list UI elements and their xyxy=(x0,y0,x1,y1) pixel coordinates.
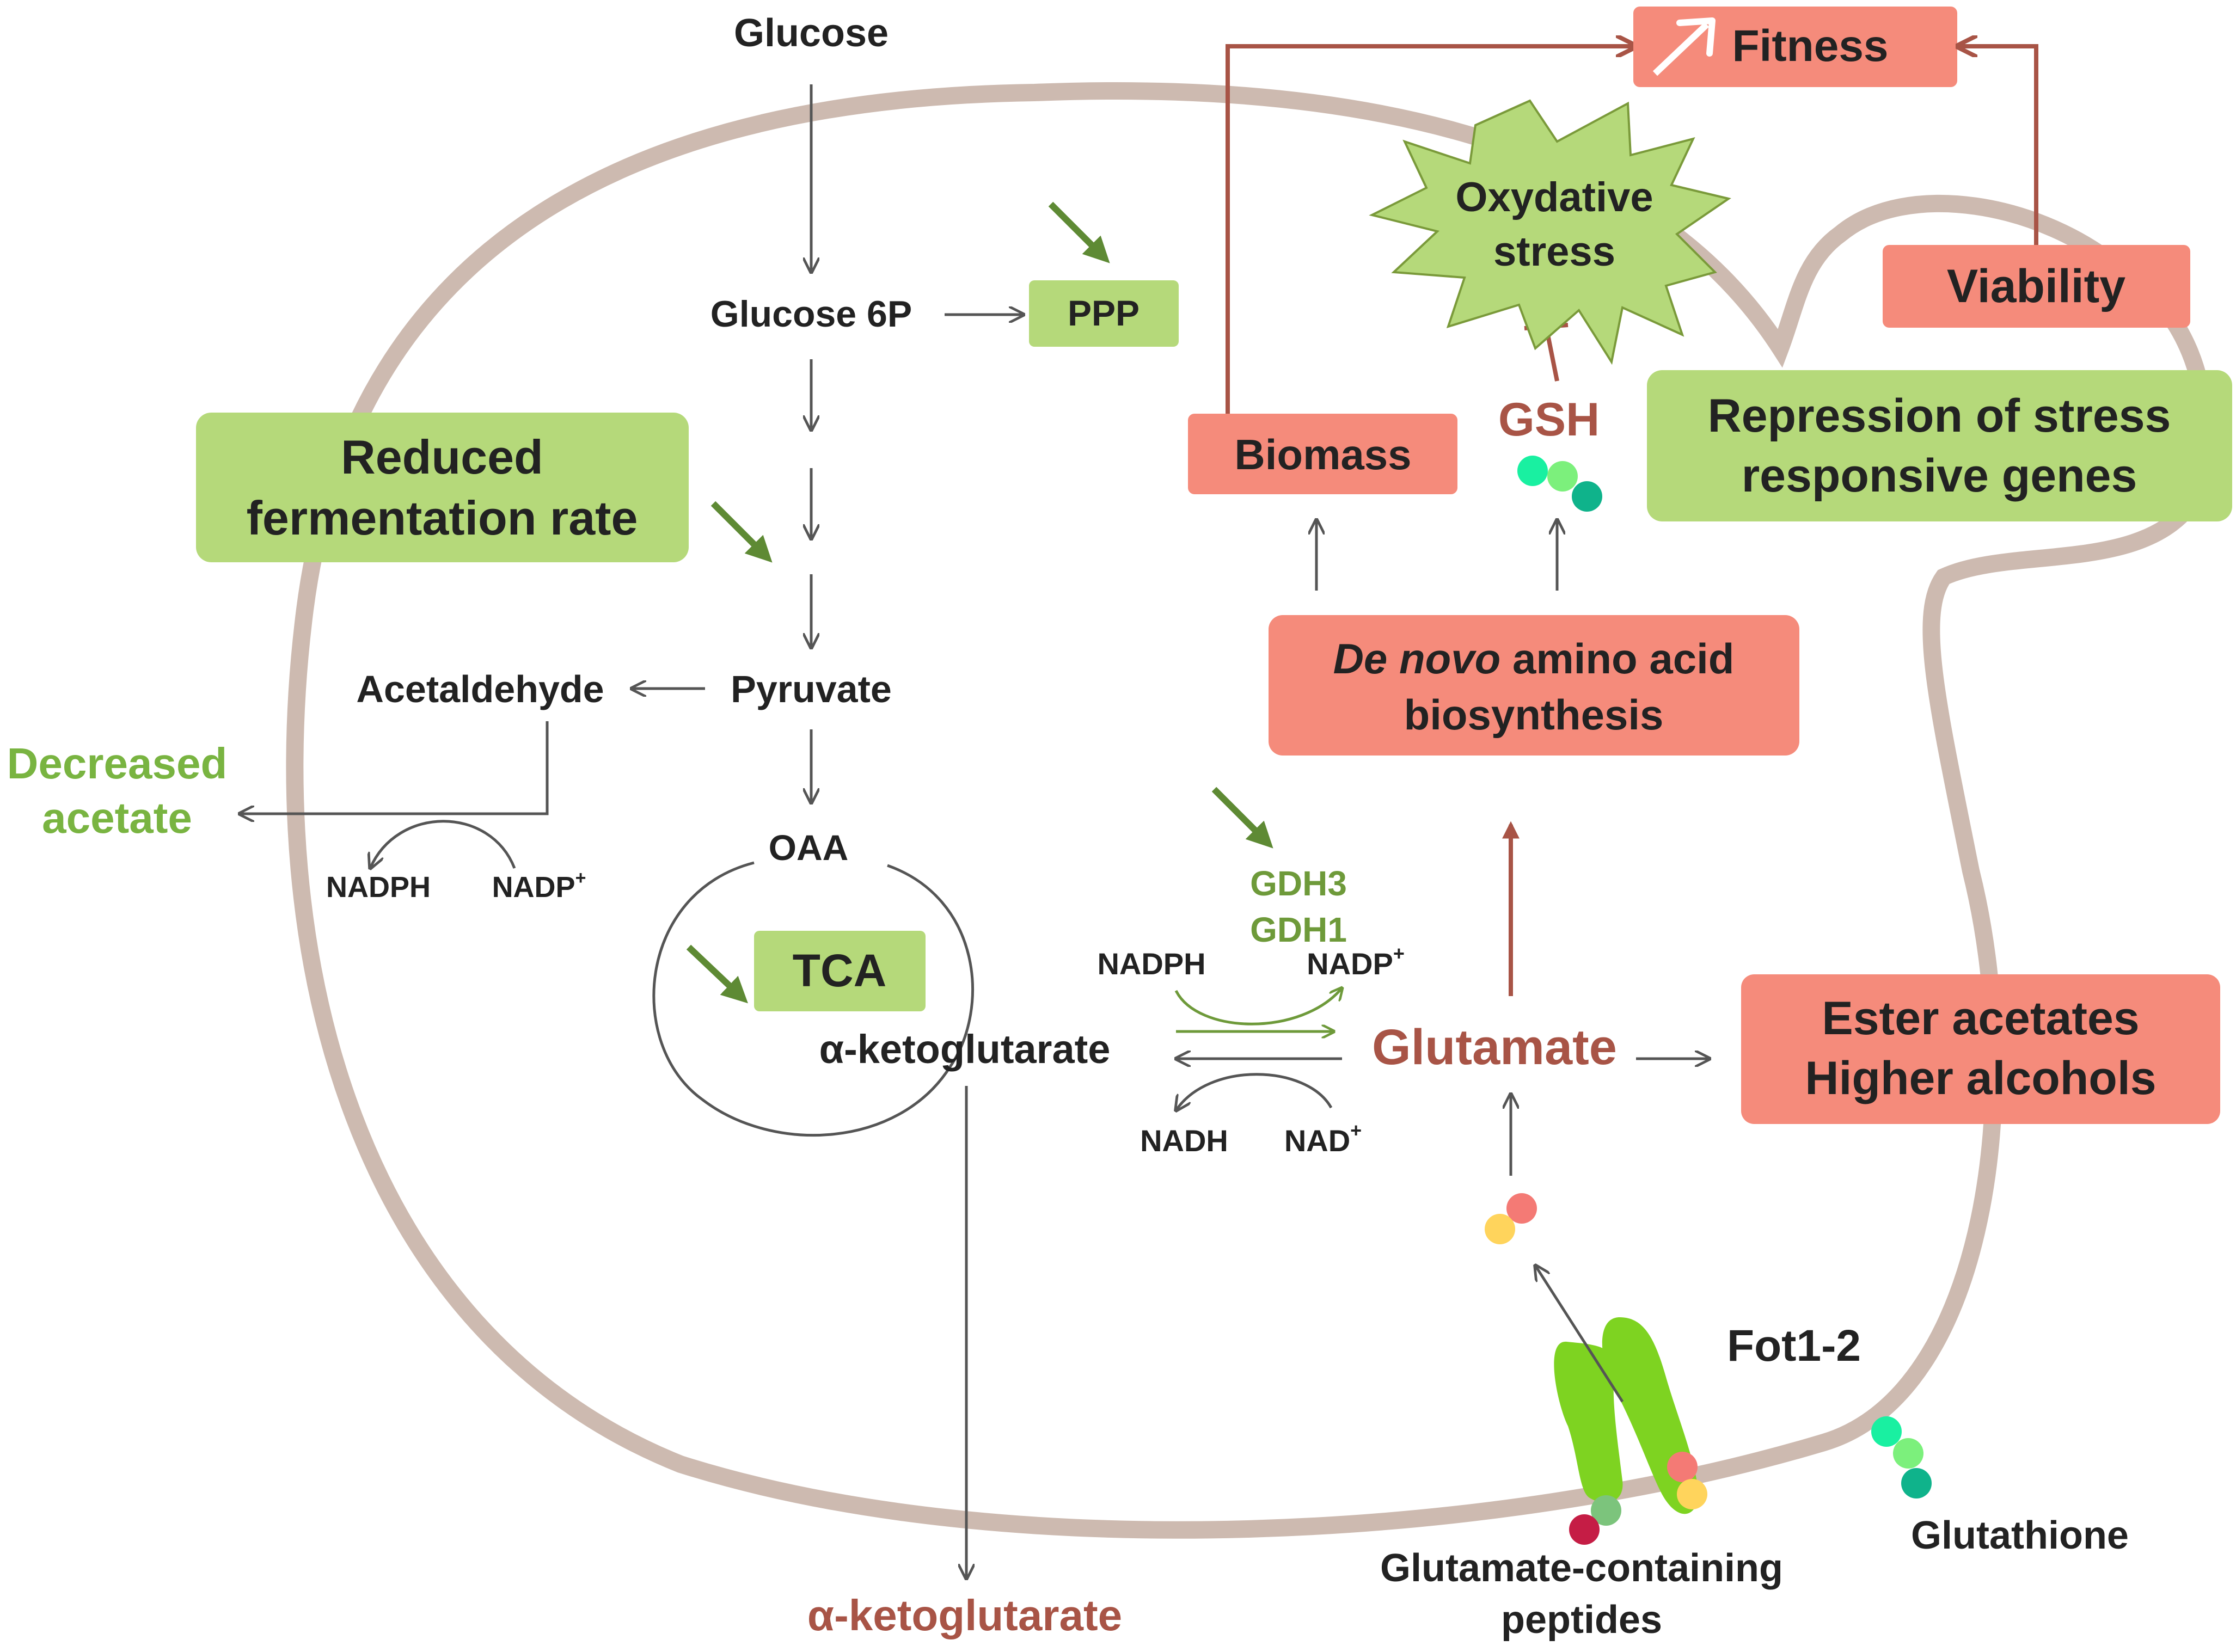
glu-peptides-line2: peptides xyxy=(1501,1598,1662,1642)
oaa-label: OAA xyxy=(769,827,849,868)
peptide-bead-red xyxy=(1667,1452,1698,1482)
peptide-bead-crimson xyxy=(1569,1514,1600,1545)
ester-box xyxy=(1741,974,2220,1124)
denovo-box xyxy=(1269,615,1799,756)
up-arrow-icon-head xyxy=(1676,17,1716,57)
oxidative-stress-line1: Oxydative xyxy=(1455,174,1653,220)
nadp-gdh-plus: + xyxy=(1393,942,1405,965)
green-arrow-tca xyxy=(686,944,748,1004)
transporter-left xyxy=(1554,1341,1623,1503)
arrow-peptide-import xyxy=(1535,1266,1624,1403)
nadph-acetate: NADPH xyxy=(326,871,431,904)
viability-box xyxy=(1883,245,2190,328)
tca-label: TCA xyxy=(793,945,887,996)
cofactor-arc-acetate xyxy=(370,820,516,868)
denovo-line1: De novo amino acid xyxy=(1333,635,1735,683)
glutathione-bead-2 xyxy=(1893,1438,1923,1469)
gsh-bead-2 xyxy=(1547,461,1578,492)
oxidative-stress-line2: stress xyxy=(1493,229,1615,275)
nadp-acetate: NADP+ xyxy=(492,868,586,904)
nadh-label: NADH xyxy=(1140,1123,1228,1158)
imported-bead-yellow xyxy=(1485,1214,1515,1244)
ppp-box xyxy=(1029,280,1179,347)
cofactor-arc-gdh-nadph xyxy=(1174,988,1342,1025)
tca-box xyxy=(754,931,926,1011)
peptide-bead-yellow xyxy=(1677,1479,1707,1509)
decreased-acetate-line1: Decreased xyxy=(7,739,228,788)
glutathione-label: Glutathione xyxy=(1911,1514,2129,1557)
viability-label: Viability xyxy=(1947,260,2125,312)
glutamate-label: Glutamate xyxy=(1372,1020,1617,1075)
akg-inside-label: α-ketoglutarate xyxy=(819,1027,1111,1072)
nadp-gdh: NADP+ xyxy=(1307,942,1405,981)
nadp-gdh-text: NADP xyxy=(1307,947,1393,981)
reduced-fermentation-line1: Reduced xyxy=(341,430,543,484)
glu-peptides-line1: Glutamate-containing xyxy=(1380,1546,1783,1590)
acetaldehyde-label: Acetaldehyde xyxy=(356,668,604,710)
arrow-acetaldehyde-acetate xyxy=(240,721,549,814)
nad-text: NAD xyxy=(1284,1123,1350,1158)
repression-box xyxy=(1647,370,2232,521)
nadp-acetate-text: NADP xyxy=(492,871,575,904)
fitness-label: Fitness xyxy=(1732,21,1888,71)
green-arrow-gdh xyxy=(1211,787,1273,849)
gdh1-label: GDH1 xyxy=(1250,910,1347,949)
akg-outside-label: α-ketoglutarate xyxy=(807,1591,1122,1639)
arrow-viability-fitness xyxy=(1960,46,2038,245)
glutathione-bead-1 xyxy=(1871,1416,1902,1447)
ester-line1: Ester acetates xyxy=(1822,992,2139,1045)
fot-label: Fot1-2 xyxy=(1727,1321,1861,1371)
repression-line2: responsive genes xyxy=(1742,450,2137,502)
glucose-6p-label: Glucose 6P xyxy=(710,293,912,335)
nad-plus: + xyxy=(1350,1119,1362,1141)
biomass-box xyxy=(1188,414,1457,494)
repression-line1: Repression of stress xyxy=(1708,390,2171,442)
pyruvate-label: Pyruvate xyxy=(731,668,892,710)
decreased-acetate-line2: acetate xyxy=(42,794,192,842)
nadp-acetate-plus: + xyxy=(575,868,586,888)
ester-line2: Higher alcohols xyxy=(1805,1052,2156,1104)
denovo-italic: De novo xyxy=(1333,635,1501,683)
ppp-label: PPP xyxy=(1068,293,1140,333)
green-arrow-glycolysis xyxy=(710,501,773,563)
glucose-label: Glucose xyxy=(734,11,889,55)
nad-label: NAD+ xyxy=(1284,1119,1362,1158)
oxidative-stress-star xyxy=(1369,99,1731,365)
biomass-label: Biomass xyxy=(1234,431,1411,478)
denovo-line2: biosynthesis xyxy=(1404,691,1664,739)
glutathione-bead-3 xyxy=(1901,1468,1932,1499)
peptide-bead-green xyxy=(1591,1495,1621,1526)
reduced-fermentation-box xyxy=(196,413,689,562)
gsh-bead-3 xyxy=(1572,481,1602,512)
gsh-label: GSH xyxy=(1498,394,1600,446)
green-arrow-ppp xyxy=(1048,201,1110,263)
arrow-biomass-fitness xyxy=(1226,46,1633,414)
tca-cycle-circle xyxy=(652,861,974,1137)
nadph-gdh: NADPH xyxy=(1097,947,1205,981)
gsh-bead-1 xyxy=(1517,456,1548,486)
reduced-fermentation-line2: fermentation rate xyxy=(247,491,638,545)
up-arrow-icon xyxy=(1652,22,1710,76)
imported-bead-red xyxy=(1506,1193,1537,1224)
gdh3-label: GDH3 xyxy=(1250,864,1347,903)
denovo-rest: amino acid xyxy=(1500,635,1734,683)
cofactor-arc-gdh-nad xyxy=(1176,1073,1333,1110)
cell-membrane xyxy=(286,82,2214,1539)
